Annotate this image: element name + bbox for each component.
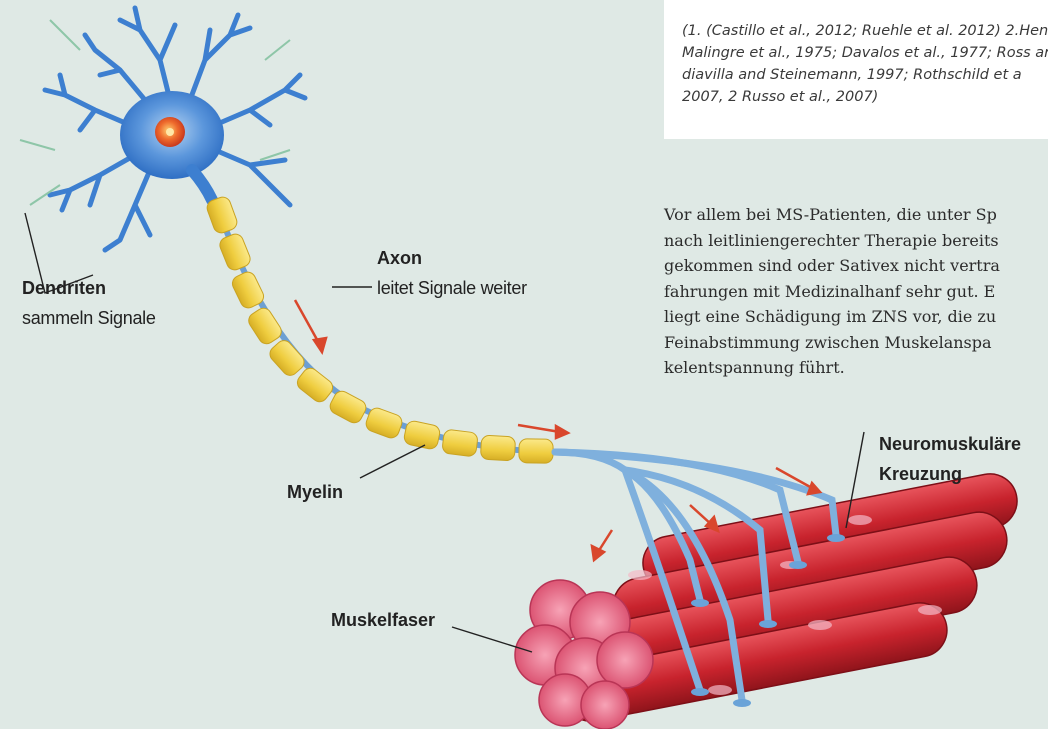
label-axon-title: Axon	[377, 246, 422, 270]
label-muskelfaser: Muskelfaser	[331, 608, 435, 632]
label-dendriten-title: Dendriten	[22, 276, 106, 300]
body-line: Feinabstimmung zwischen Muskelanspa	[664, 330, 1048, 356]
reference-line: 2007, 2 Russo et al., 2007)	[682, 86, 1048, 108]
body-paragraph: Vor allem bei MS-Patienten, die unter Sp…	[664, 202, 1048, 381]
body-line: fahrungen mit Medizinalhanf sehr gut. E	[664, 279, 1048, 305]
label-neuromuskulaere: Neuromuskuläre	[879, 432, 1021, 456]
reference-line: diavilla and Steinemann, 1997; Rothschil…	[682, 64, 1048, 86]
label-myelin: Myelin	[287, 480, 343, 504]
body-line: gekommen sind oder Sativex nicht vertra	[664, 253, 1048, 279]
body-line: Vor allem bei MS-Patienten, die unter Sp	[664, 202, 1048, 228]
reference-line: Malingre et al., 1975; Davalos et al., 1…	[682, 42, 1048, 64]
label-kreuzung: Kreuzung	[879, 462, 962, 486]
reference-box: (1. (Castillo et al., 2012; Ruehle et al…	[664, 0, 1048, 139]
axon-myelin-segments	[205, 195, 555, 463]
label-dendriten-subtitle: sammeln Signale	[22, 306, 156, 330]
reference-text: (1. (Castillo et al., 2012; Ruehle et al…	[682, 20, 1048, 108]
label-axon-subtitle: leitet Signale weiter	[377, 276, 527, 300]
reference-line: (1. (Castillo et al., 2012; Ruehle et al…	[682, 20, 1048, 42]
body-line: liegt eine Schädigung im ZNS vor, die zu	[664, 304, 1048, 330]
body-line: nach leitliniengerechter Therapie bereit…	[664, 228, 1048, 254]
body-line: kelentspannung führt.	[664, 355, 1048, 381]
